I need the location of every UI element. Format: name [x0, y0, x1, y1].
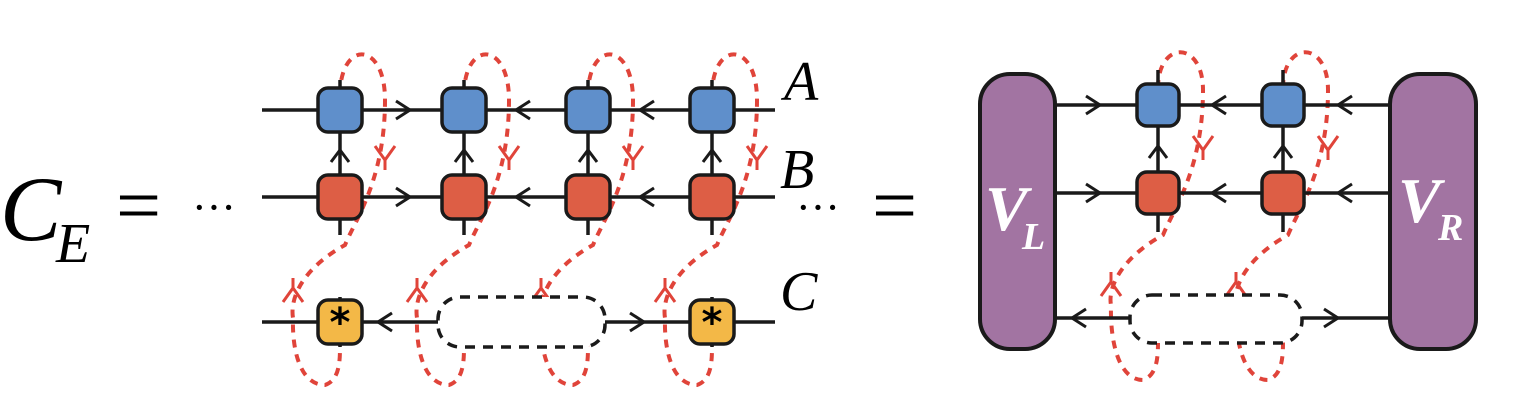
tensor-b-4 [688, 173, 736, 221]
boundary-tensor-a-2 [1260, 82, 1306, 128]
tensor-a-2 [440, 86, 488, 134]
left-boundary-subscript: L [1021, 216, 1045, 258]
loop-arrow-up-1 [281, 278, 305, 303]
boundary-loop-arrows [1099, 135, 1340, 297]
row-a-tensors [316, 86, 736, 134]
boundary-dashed-transfer-block [1128, 293, 1304, 345]
boundary-arrow-a-2 [1209, 94, 1227, 116]
lhs-subscript: E [55, 213, 90, 275]
arrow-a-1 [395, 99, 413, 121]
dashed-transfer-block [436, 295, 607, 349]
arrow-v-3 [577, 147, 599, 163]
tensor-c-2 [688, 298, 736, 346]
equals-sign-2: = [872, 162, 917, 250]
right-boundary-subscript: R [1437, 207, 1463, 249]
boundary-tensor-b-1 [1135, 170, 1181, 216]
right-boundary-symbol: V [1398, 165, 1446, 236]
boundary-tensor-b-2 [1260, 170, 1306, 216]
tensor-a-1 [316, 86, 364, 134]
arrow-c-1 [375, 311, 393, 333]
tensor-b-1 [316, 173, 364, 221]
arrow-c-2 [629, 311, 647, 333]
loop-arrow-up-4 [653, 278, 677, 303]
row-c-tensors: * * [316, 298, 736, 346]
boundary-bond-arrows [1069, 94, 1353, 329]
star-symbol-1: * [330, 300, 351, 346]
dashed-loop-2 [414, 52, 512, 388]
loop-arrow-down-2 [497, 145, 521, 170]
infinite-chain-network: * * A B C [262, 51, 819, 388]
boundary-dashed-loop-1 [1108, 50, 1206, 383]
arrow-v-2 [453, 147, 475, 163]
ellipsis-left: ··· [192, 183, 236, 232]
boundary-loop-arrow-up-2 [1224, 272, 1248, 297]
boundary-tensors [1135, 82, 1306, 216]
boundary-loop-arrow-down-1 [1191, 135, 1215, 160]
row-label-b: B [780, 139, 814, 201]
tensor-a-4 [688, 86, 736, 134]
loop-arrow-down-1 [373, 145, 397, 170]
boundary-arrow-b-2 [1209, 182, 1227, 204]
boundary-arrow-v-2 [1272, 143, 1294, 159]
right-boundary-block [1388, 72, 1478, 351]
arrow-a-3 [637, 99, 655, 121]
row-b-tensors [316, 173, 736, 221]
boundary-network: V L V R [978, 50, 1478, 383]
loop-arrow-down-4 [745, 145, 769, 170]
boundary-arrow-a-1 [1085, 94, 1103, 116]
arrow-a-2 [513, 99, 531, 121]
arrow-b-1 [395, 186, 413, 208]
boundary-arrow-b-3 [1335, 182, 1353, 204]
arrow-b-3 [637, 186, 655, 208]
arrow-v-1 [329, 147, 351, 163]
loop-arrow-marks [281, 145, 769, 303]
boundary-arrow-v-1 [1147, 143, 1169, 159]
row-label-c: C [780, 261, 818, 323]
boundary-arrow-a-3 [1335, 94, 1353, 116]
left-boundary-symbol: V [985, 173, 1033, 244]
star-symbol-2: * [702, 300, 723, 346]
tensor-b-3 [564, 173, 612, 221]
boundary-loop-arrow-up-1 [1099, 272, 1123, 297]
tensor-a-3 [564, 86, 612, 134]
lhs-symbol: C [0, 158, 63, 260]
boundary-arrow-c-1 [1069, 307, 1087, 329]
tensor-c-1 [316, 298, 364, 346]
equals-sign-1: = [116, 162, 161, 250]
ellipsis-right: ··· [796, 183, 840, 232]
dashed-loop-4 [662, 52, 760, 388]
boundary-tensor-a-1 [1135, 82, 1181, 128]
boundary-dashed-loops [1108, 50, 1331, 383]
bond-arrows [329, 99, 723, 333]
arrow-b-2 [513, 186, 531, 208]
boundary-arrow-b-1 [1085, 182, 1103, 204]
boundary-dashed-loop-2 [1233, 50, 1331, 383]
boundary-loop-arrow-down-2 [1316, 135, 1340, 160]
loop-arrow-up-2 [405, 278, 429, 303]
row-label-a: A [780, 51, 819, 113]
boundary-arrow-c-2 [1323, 307, 1341, 329]
tensor-b-2 [440, 173, 488, 221]
dashed-loop-3 [538, 52, 636, 388]
dashed-loops [290, 52, 760, 388]
arrow-v-4 [701, 147, 723, 163]
dashed-loop-1 [290, 52, 388, 388]
loop-arrow-down-3 [621, 145, 645, 170]
left-boundary-block [978, 72, 1057, 351]
